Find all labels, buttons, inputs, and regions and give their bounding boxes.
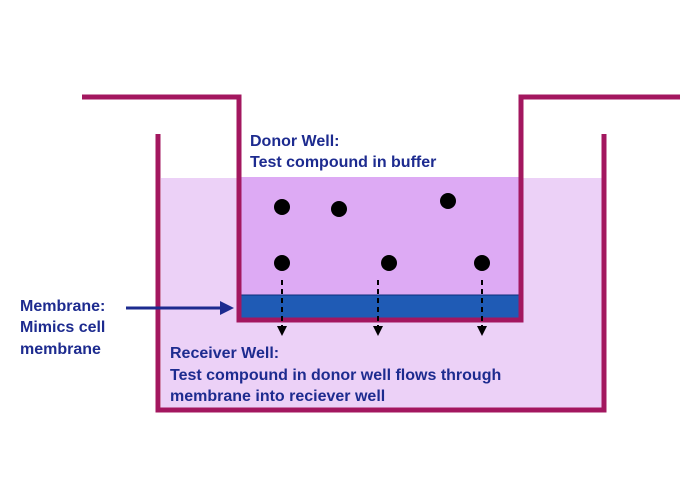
molecule	[274, 199, 290, 215]
donor-well-description: Test compound in buffer	[250, 154, 436, 171]
receiver-well-wall	[155, 134, 607, 413]
receiver-well-description-line-2: membrane into reciever well	[170, 388, 385, 405]
membrane-description-line-2: membrane	[20, 341, 101, 358]
donor-well-liquid	[241, 177, 520, 296]
molecule	[381, 255, 397, 271]
molecule	[440, 193, 456, 209]
donor-well-title: Donor Well:	[250, 133, 339, 150]
receiver-well-title: Receiver Well:	[170, 345, 279, 362]
donor-well-wall	[82, 94, 680, 323]
flow-arrow	[373, 280, 383, 336]
membrane-description-line-1: Mimics cell	[20, 319, 105, 336]
molecule	[331, 201, 347, 217]
membrane-title: Membrane:	[20, 298, 105, 315]
membrane-pointer-arrow	[126, 301, 234, 315]
flow-arrow	[277, 280, 287, 336]
flow-arrow	[477, 280, 487, 336]
molecule	[474, 255, 490, 271]
membrane	[240, 294, 521, 320]
molecule	[274, 255, 290, 271]
receiver-well-description-line-1: Test compound in donor well flows throug…	[170, 367, 501, 384]
